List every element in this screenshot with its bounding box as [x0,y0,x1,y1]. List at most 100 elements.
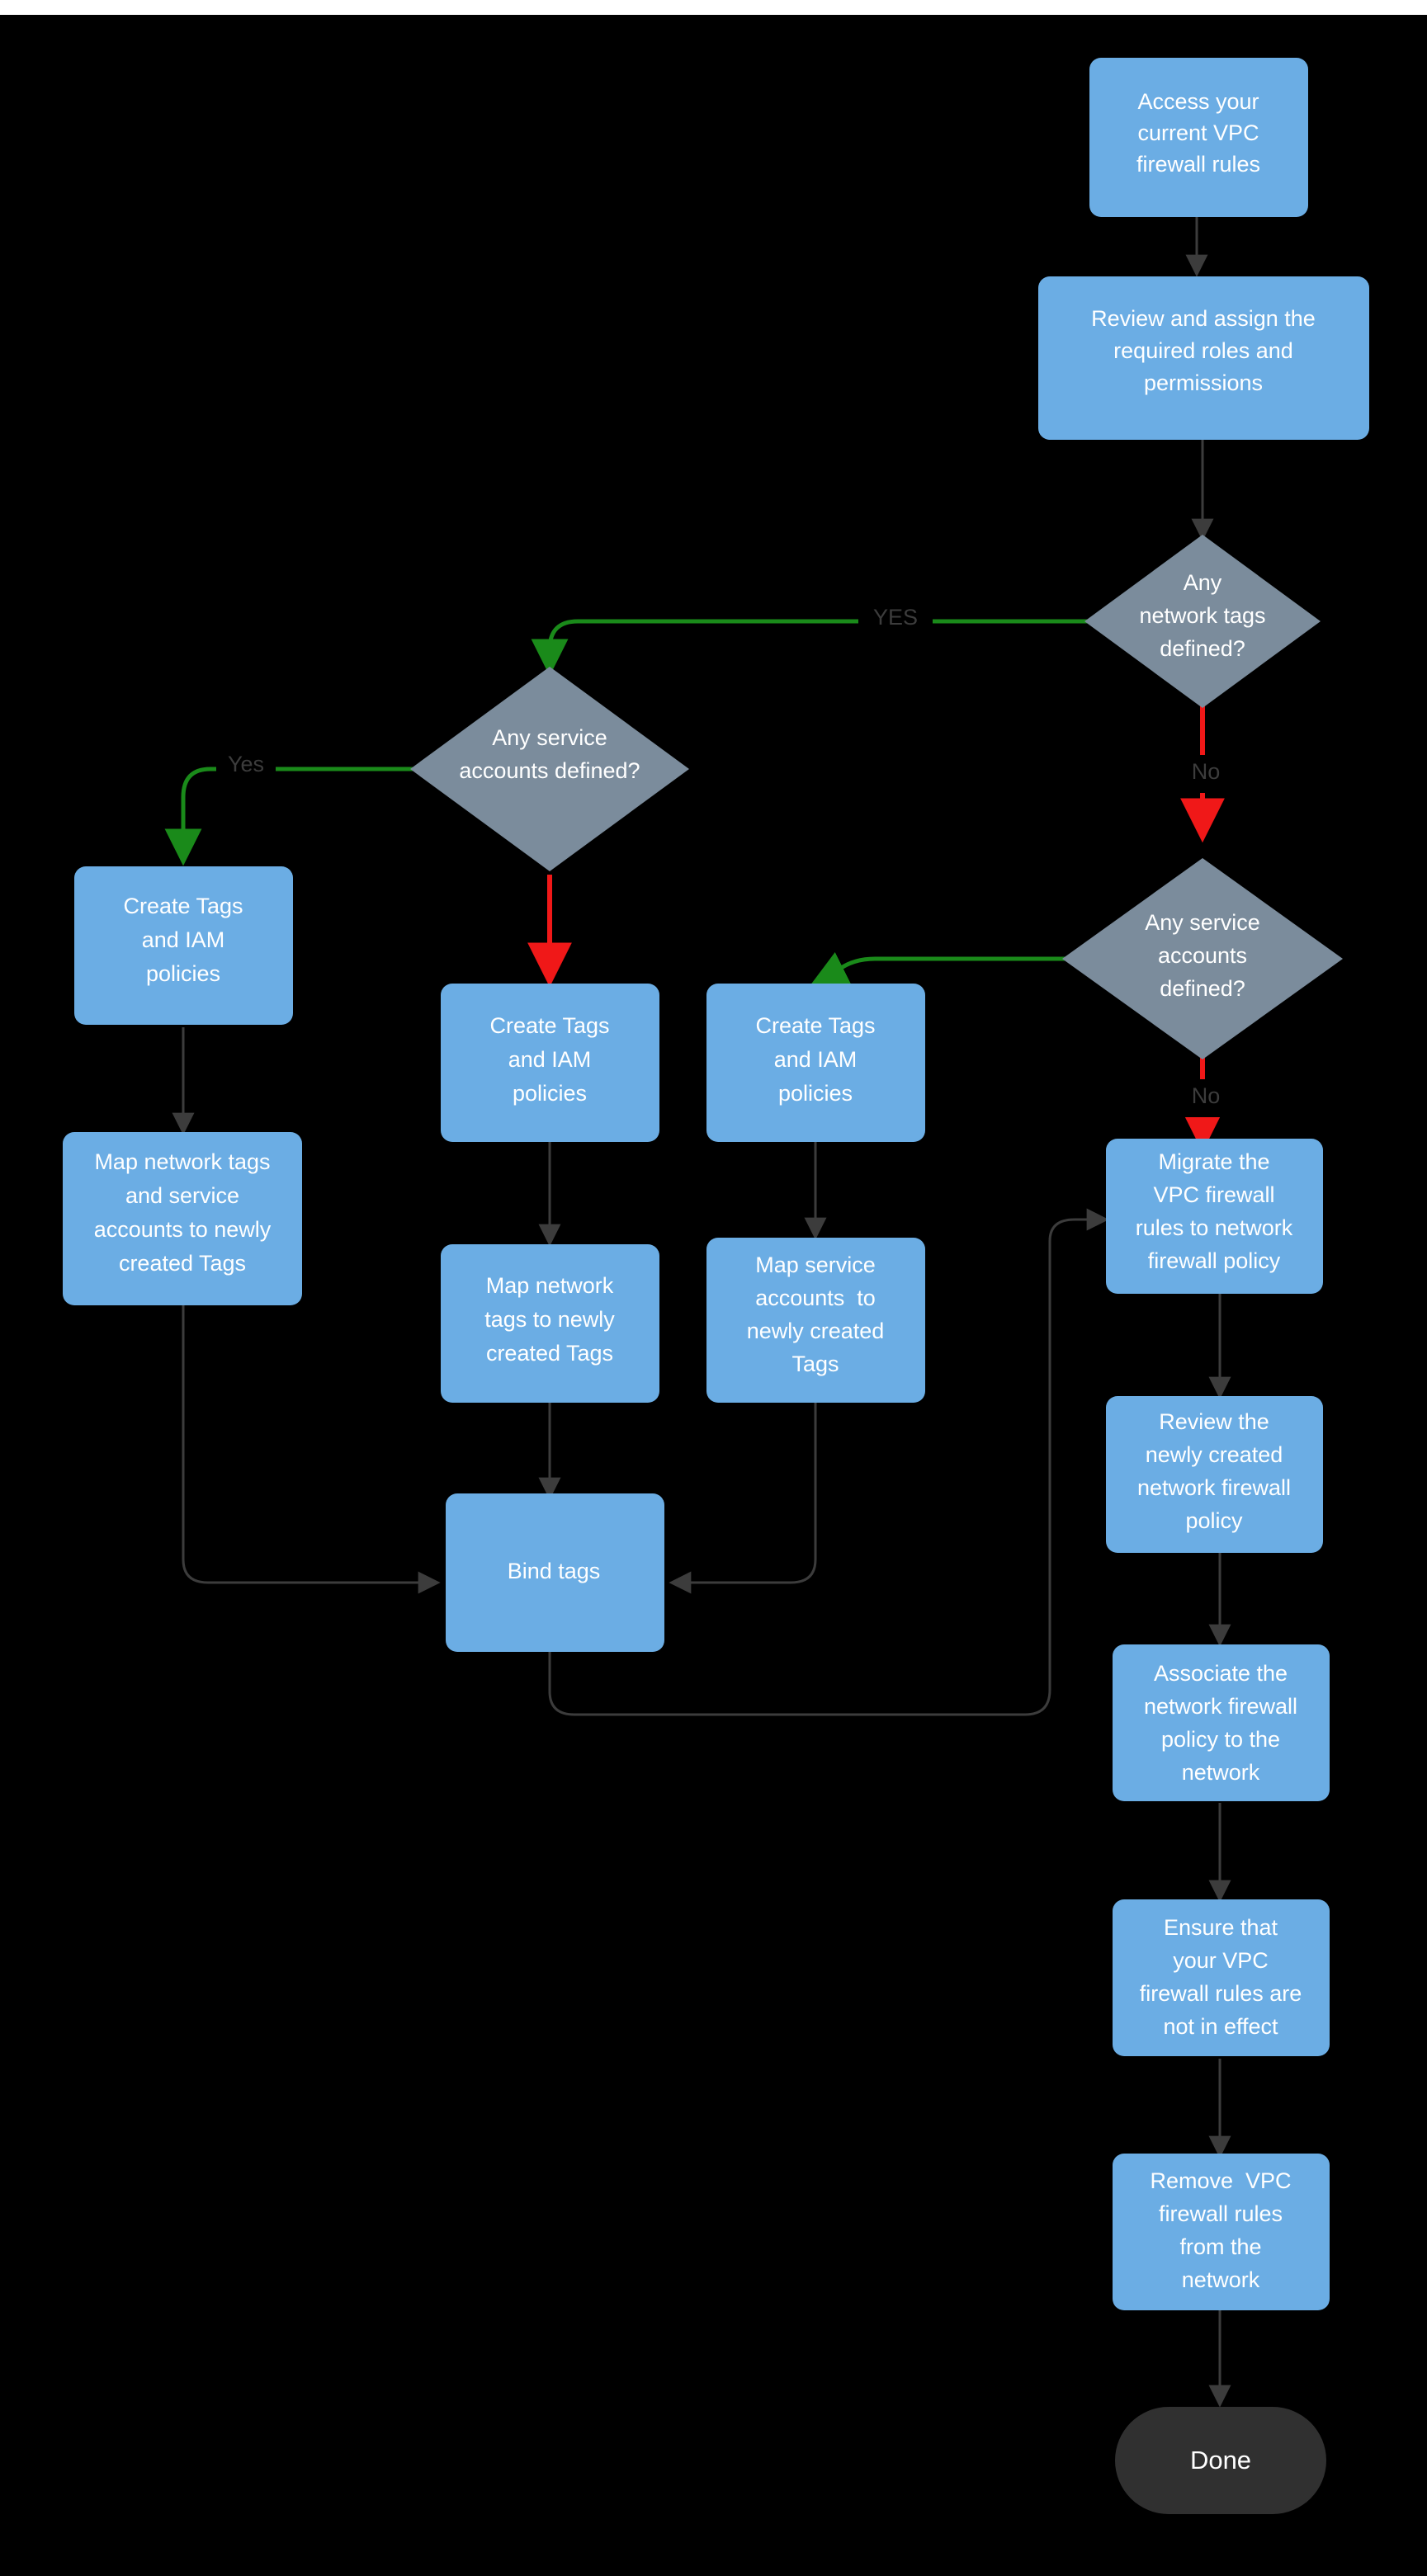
node-map-tags-shape[interactable] [441,1244,659,1403]
node-create-tags-left[interactable]: Create Tags and IAM policies [74,866,293,1025]
node-review-policy-line-2: network firewall [1137,1475,1291,1500]
node-create-tags-right-line-1: and IAM [774,1047,858,1072]
node-map-tags-line-0: Map network [486,1273,614,1298]
node-associate-shape[interactable] [1113,1644,1330,1801]
node-q-service-right[interactable]: Any service accounts defined? [1062,858,1343,1059]
node-review-policy-line-0: Review the [1159,1409,1269,1434]
node-create-tags-left-line-1: and IAM [142,927,225,952]
node-migrate[interactable]: Migrate the VPC firewall rules to networ… [1106,1139,1323,1294]
node-ensure-line-2: firewall rules are [1140,1981,1302,2006]
node-associate-line-1: network firewall [1144,1694,1297,1719]
node-review-policy-shape[interactable] [1106,1396,1323,1553]
node-associate[interactable]: Associate the network firewall policy to… [1113,1644,1330,1801]
node-map-both[interactable]: Map network tags and service accounts to… [63,1132,302,1305]
node-ensure-line-3: not in effect [1163,2014,1278,2039]
node-q-service-right-line-2: defined? [1160,976,1245,1001]
node-ensure[interactable]: Ensure that your VPC firewall rules are … [1113,1899,1330,2056]
node-associate-line-0: Associate the [1154,1661,1288,1686]
edge-map-accounts-to-bind [669,1403,817,1594]
edge-label-no-lower: No [1192,1083,1221,1108]
node-create-tags-left-shape[interactable] [74,866,293,1025]
node-q-service-right-line-1: accounts [1158,943,1247,968]
node-map-tags[interactable]: Map network tags to newly created Tags [441,1244,659,1403]
edges-layer [164,216,1231,2408]
node-ensure-line-0: Ensure that [1164,1915,1278,1940]
edge-label-yes-left: Yes [228,752,264,776]
node-map-accounts-shape[interactable] [706,1238,925,1403]
node-q-service-right-shape[interactable] [1062,858,1343,1059]
node-migrate-line-3: firewall policy [1148,1248,1281,1273]
node-map-both-line-1: and service [125,1183,239,1208]
node-associate-line-3: network [1182,1760,1260,1785]
node-access-line-1: current VPC [1137,120,1259,145]
node-remove-line-1: firewall rules [1159,2201,1283,2226]
edge-label-no-upper: No [1192,759,1221,784]
node-bind-tags-shape[interactable] [446,1493,664,1652]
edge-bind-to-migrate [548,1208,1109,1716]
node-map-tags-line-2: created Tags [486,1341,613,1366]
node-access-line-0: Access your [1137,89,1259,114]
edge-service-left-yes [164,767,413,866]
node-ensure-shape[interactable] [1113,1899,1330,2056]
node-q-network-tags-line-0: Any [1184,570,1222,595]
page-top-margin [0,0,1427,15]
node-create-tags-mid-shape[interactable] [441,984,659,1142]
node-review-roles[interactable]: Review and assign the required roles and… [1038,276,1369,440]
edge-label-yes-upper: YES [873,605,918,630]
node-create-tags-left-line-2: policies [146,961,220,986]
node-access-line-2: firewall rules [1136,152,1260,177]
node-access[interactable]: Access your current VPC firewall rules [1089,58,1308,217]
node-review-policy[interactable]: Review the newly created network firewal… [1106,1396,1323,1553]
node-review-policy-line-3: policy [1185,1508,1243,1533]
node-map-accounts-line-1: accounts to [755,1286,876,1310]
node-remove[interactable]: Remove VPC firewall rules from the netwo… [1113,2154,1330,2310]
node-remove-shape[interactable] [1113,2154,1330,2310]
node-q-service-left-line-0: Any service [492,725,607,750]
node-q-service-left[interactable]: Any service accounts defined? [410,667,689,871]
node-map-tags-line-1: tags to newly [484,1307,615,1332]
node-ensure-line-1: your VPC [1173,1948,1269,1973]
node-create-tags-mid-line-2: policies [513,1081,587,1106]
node-q-network-tags[interactable]: Any network tags defined? [1084,535,1321,708]
edge-map-both-to-bind [182,1305,441,1594]
node-map-both-line-3: created Tags [119,1251,246,1276]
node-create-tags-right-line-0: Create Tags [755,1013,875,1038]
node-q-service-left-line-1: accounts defined? [459,758,640,783]
node-q-network-tags-line-1: network tags [1139,603,1265,628]
node-review-roles-line-1: required roles and [1113,338,1293,363]
node-map-both-line-0: Map network tags [94,1149,270,1174]
node-done[interactable]: Done [1115,2407,1326,2514]
node-done-label: Done [1190,2446,1251,2475]
node-review-roles-line-2: permissions [1144,370,1263,395]
node-map-both-line-2: accounts to newly [94,1217,272,1242]
node-remove-line-2: from the [1179,2234,1261,2259]
node-create-tags-mid-line-1: and IAM [508,1047,592,1072]
node-migrate-line-1: VPC firewall [1153,1182,1274,1207]
node-migrate-line-2: rules to network [1136,1215,1293,1240]
node-map-accounts[interactable]: Map service accounts to newly created Ta… [706,1238,925,1403]
node-associate-line-2: policy to the [1161,1727,1280,1752]
node-migrate-line-0: Migrate the [1158,1149,1269,1174]
node-migrate-shape[interactable] [1106,1139,1323,1294]
node-q-service-left-shape[interactable] [410,667,689,871]
edge-labels-layer: YES No Yes No [216,602,1231,1117]
node-map-accounts-line-2: newly created [747,1319,885,1343]
node-bind-tags[interactable]: Bind tags [446,1493,664,1652]
node-map-accounts-line-3: Tags [791,1352,839,1376]
node-create-tags-mid[interactable]: Create Tags and IAM policies [441,984,659,1142]
node-review-roles-shape[interactable] [1038,276,1369,440]
node-remove-line-0: Remove VPC [1150,2168,1291,2193]
node-map-both-shape[interactable] [63,1132,302,1305]
node-review-policy-line-1: newly created [1146,1442,1283,1467]
edge-network-tags-yes [531,619,1089,677]
node-create-tags-right[interactable]: Create Tags and IAM policies [706,984,925,1142]
node-create-tags-right-shape[interactable] [706,984,925,1142]
node-access-shape[interactable] [1089,58,1308,217]
node-map-accounts-line-0: Map service [755,1253,876,1277]
node-q-network-tags-line-2: defined? [1160,636,1245,661]
node-done-shape[interactable] [1115,2407,1326,2514]
node-create-tags-left-line-0: Create Tags [123,894,243,918]
node-q-network-tags-shape[interactable] [1084,535,1321,708]
